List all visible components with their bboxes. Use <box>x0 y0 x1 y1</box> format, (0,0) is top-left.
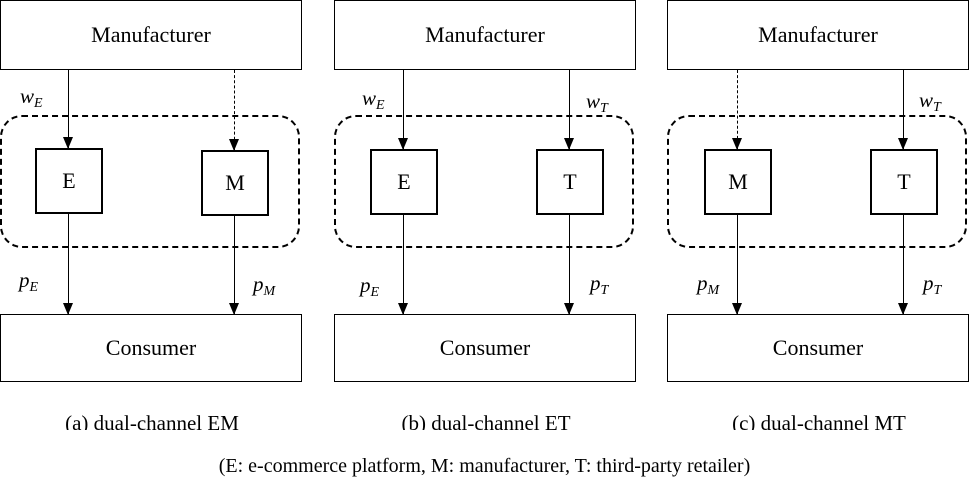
retail-arrow-left <box>397 215 408 315</box>
label-w-e: wE <box>20 84 43 111</box>
panel-et: Manufacturer E T wE wT pE pT Consumer <box>334 0 638 420</box>
retail-arrow-left <box>62 214 73 315</box>
node-t: T <box>536 149 604 215</box>
caption-a: (a) dual-channel EM <box>65 411 239 430</box>
consumer-box: Consumer <box>667 314 969 382</box>
direct-arrow-dashed <box>731 70 742 150</box>
manufacturer-box: Manufacturer <box>667 0 969 70</box>
node-t: T <box>870 149 938 215</box>
label-p-t: pT <box>923 271 942 298</box>
label-w-t: wT <box>586 89 608 116</box>
label-p-m: pM <box>253 272 276 299</box>
retail-arrow-left <box>731 215 742 315</box>
consumer-box: Consumer <box>0 314 302 382</box>
label-p-m: pM <box>697 271 720 298</box>
wholesale-arrow-right <box>563 70 574 150</box>
direct-arrow-dashed <box>228 70 239 151</box>
wholesale-arrow-right <box>897 70 908 150</box>
panel-em: Manufacturer E M wE pE pM Consumer <box>0 0 304 420</box>
label-p-e: pE <box>19 268 39 295</box>
node-m: M <box>201 150 269 216</box>
retail-arrow-right <box>563 215 574 315</box>
manufacturer-box: Manufacturer <box>0 0 302 70</box>
consumer-box: Consumer <box>334 314 636 382</box>
node-m: M <box>704 149 772 215</box>
retail-arrow-right <box>897 215 908 315</box>
manufacturer-box: Manufacturer <box>334 0 636 70</box>
node-e: E <box>35 148 103 214</box>
channel-group-dashed <box>334 115 634 248</box>
wholesale-arrow-left <box>397 70 408 150</box>
channel-group-dashed <box>0 115 300 248</box>
label-w-e: wE <box>362 86 385 113</box>
wholesale-arrow-left <box>62 70 73 149</box>
channel-group-dashed <box>667 115 967 248</box>
caption-c: (c) dual-channel MT <box>732 411 906 430</box>
node-e: E <box>370 149 438 215</box>
panel-mt: Manufacturer M T wT pM pT Consumer <box>667 0 969 420</box>
label-w-t: wT <box>919 88 941 115</box>
label-p-t: pT <box>590 271 609 298</box>
label-p-e: pE <box>360 273 380 300</box>
legend-footnote: (E: e-commerce platform, M: manufacturer… <box>218 455 751 477</box>
caption-b: (b) dual-channel ET <box>401 411 571 430</box>
retail-arrow-right <box>228 216 239 315</box>
